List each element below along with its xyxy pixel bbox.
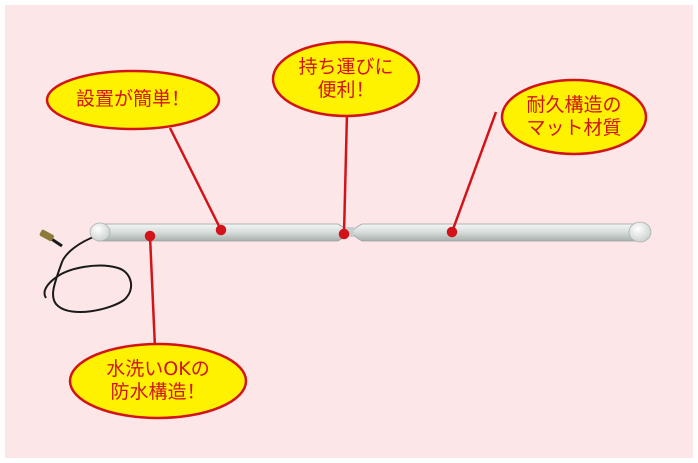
bubble-waterproof-shape bbox=[68, 342, 248, 420]
callout-easy-install-line-1: 設置が簡単！ bbox=[75, 88, 190, 111]
callout-durable-line-1: 耐久構造の bbox=[526, 93, 622, 116]
rod-joint bbox=[346, 227, 354, 237]
rod-end-cap-left bbox=[89, 222, 111, 242]
callout-durable: 耐久構造の マット材質 bbox=[502, 80, 646, 154]
callout-waterproof-line-2: 防水構造！ bbox=[110, 381, 206, 403]
callout-easy-install: 設置が簡単！ bbox=[47, 71, 219, 129]
rod-end-cap-right bbox=[628, 221, 652, 243]
rod-right-segment bbox=[351, 223, 639, 242]
plug-icon bbox=[39, 229, 54, 242]
bubble-easy-install-shape bbox=[45, 69, 221, 131]
leader-portable bbox=[342, 112, 349, 235]
leader-easy-install bbox=[168, 127, 223, 231]
power-cable bbox=[43, 235, 133, 313]
callout-portable-line-1: 持ち運びに bbox=[298, 55, 394, 78]
callout-waterproof-line-1: 水洗いOKの bbox=[106, 357, 210, 380]
callout-portable: 持ち運びに 便利！ bbox=[273, 42, 419, 116]
callout-waterproof: 水洗いOKの 防水構造！ bbox=[70, 344, 246, 418]
leader-dot-portable bbox=[338, 228, 350, 240]
leader-waterproof bbox=[148, 235, 157, 349]
callout-portable-line-2: 便利！ bbox=[317, 79, 375, 101]
callout-durable-line-2: マット材質 bbox=[526, 117, 622, 139]
leader-dot-easy-install bbox=[215, 224, 227, 236]
bubble-portable-shape bbox=[271, 40, 421, 118]
bubble-durable-shape bbox=[500, 78, 648, 156]
leader-durable bbox=[450, 111, 498, 233]
leader-dot-waterproof bbox=[144, 230, 156, 242]
leader-dot-durable bbox=[446, 226, 458, 238]
